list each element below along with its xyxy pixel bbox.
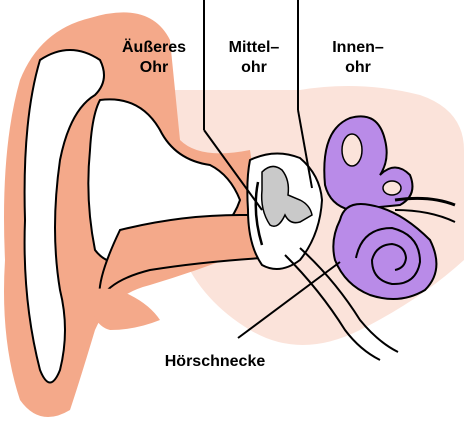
label-inner-ear: Innen– ohr bbox=[312, 38, 404, 78]
label-cochlea: Hörschnecke bbox=[140, 352, 290, 372]
label-middle-ear-line1: Mittel– bbox=[210, 38, 298, 58]
label-inner-ear-line1: Innen– bbox=[312, 38, 404, 58]
label-outer-ear-line1: Äußeres bbox=[104, 38, 204, 58]
canal-hole-2 bbox=[383, 181, 401, 195]
canal-hole-1 bbox=[342, 134, 362, 166]
label-middle-ear: Mittel– ohr bbox=[210, 38, 298, 78]
label-outer-ear-line2: Ohr bbox=[104, 58, 204, 78]
label-cochlea-text: Hörschnecke bbox=[140, 352, 290, 372]
label-middle-ear-line2: ohr bbox=[210, 58, 298, 78]
ear-canal-lower bbox=[90, 288, 160, 330]
label-inner-ear-line2: ohr bbox=[312, 58, 404, 78]
label-outer-ear: Äußeres Ohr bbox=[104, 38, 204, 78]
